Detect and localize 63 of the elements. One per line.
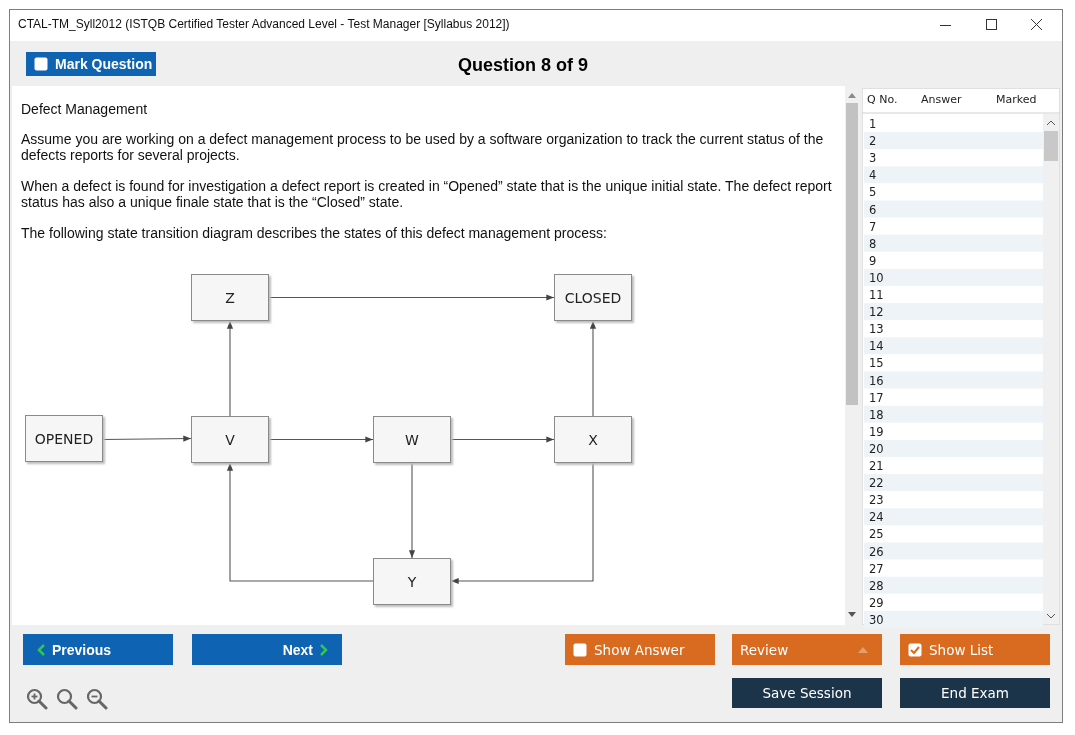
question-number: 26 xyxy=(869,544,884,559)
question-number: 6 xyxy=(869,202,877,217)
question-paragraph: The following state transition diagram describes the states of this defect management process: xyxy=(21,225,608,241)
question-number: 13 xyxy=(869,322,884,337)
arrow xyxy=(268,294,555,301)
show-list-button: Show List xyxy=(900,634,1050,665)
question-number: 20 xyxy=(869,441,884,456)
question-number: 3 xyxy=(869,151,877,166)
review-dropdown: Review xyxy=(732,634,882,665)
question-number: 14 xyxy=(869,339,884,354)
question-number: 4 xyxy=(869,168,877,183)
question-number: 10 xyxy=(869,270,884,285)
end-exam-button: End Exam xyxy=(900,678,1050,708)
arrow xyxy=(268,436,374,443)
state-box: CLOSED xyxy=(554,274,632,321)
question-number: 16 xyxy=(869,373,884,388)
question-number: 30 xyxy=(869,612,884,627)
question-number: 19 xyxy=(869,424,884,439)
arrow xyxy=(589,320,597,417)
arrow xyxy=(408,462,416,559)
column-header: Q No. xyxy=(867,93,898,106)
mark-question-button: Mark Question xyxy=(26,52,156,76)
question-number: 8 xyxy=(869,236,877,251)
arrow xyxy=(450,436,555,443)
window-title: CTAL-TM_Syll2012 (ISTQB Certified Tester Advanced Level - Test Manager [Syllabus 2012]) xyxy=(18,17,510,31)
question-number: 21 xyxy=(869,459,884,473)
arrow xyxy=(102,435,192,442)
question-number: 7 xyxy=(869,219,877,234)
question-number: 23 xyxy=(869,493,884,508)
question-number: 24 xyxy=(869,510,884,525)
question-number: 29 xyxy=(869,595,884,610)
question-counter: Question 8 of 9 xyxy=(457,55,589,76)
state-box: W xyxy=(373,416,451,463)
arrow xyxy=(450,462,594,585)
state-box: X xyxy=(554,416,632,463)
section-heading: Defect Management xyxy=(21,101,148,117)
question-number: 2 xyxy=(869,134,877,149)
question-number: 15 xyxy=(869,356,884,371)
question-paragraph: Assume you are working on a defect management process to be used by a software organization to track the current status of the defects reports for several projects. xyxy=(21,131,825,163)
question-number: 22 xyxy=(869,476,884,491)
question-number: 17 xyxy=(869,390,884,405)
state-box: OPENED xyxy=(25,415,103,462)
question-number: 5 xyxy=(869,185,877,200)
question-paragraph: When a defect is found for investigation a defect report is created in “Opened” state that is the unique initial state. The defect report status has also a unique finale state that is the “Closed” state. xyxy=(21,178,833,210)
next-button: Next xyxy=(192,634,342,665)
column-header: Answer xyxy=(921,93,962,106)
arrow xyxy=(226,462,374,582)
state-box: Y xyxy=(373,558,451,605)
show-answer-button: Show Answer xyxy=(565,634,715,665)
question-number: 27 xyxy=(869,561,884,576)
question-number: 28 xyxy=(869,578,884,593)
state-box: V xyxy=(191,416,269,463)
state-box: Z xyxy=(191,274,269,321)
question-number: 18 xyxy=(869,407,884,422)
question-number: 1 xyxy=(869,117,877,131)
previous-button: Previous xyxy=(23,634,173,665)
save-session-button: Save Session xyxy=(732,678,882,708)
question-number: 11 xyxy=(869,288,884,302)
column-header: Marked xyxy=(996,93,1037,106)
question-number: 25 xyxy=(869,527,884,542)
question-number: 9 xyxy=(869,253,877,268)
arrow xyxy=(226,320,234,417)
question-number: 12 xyxy=(869,305,884,320)
